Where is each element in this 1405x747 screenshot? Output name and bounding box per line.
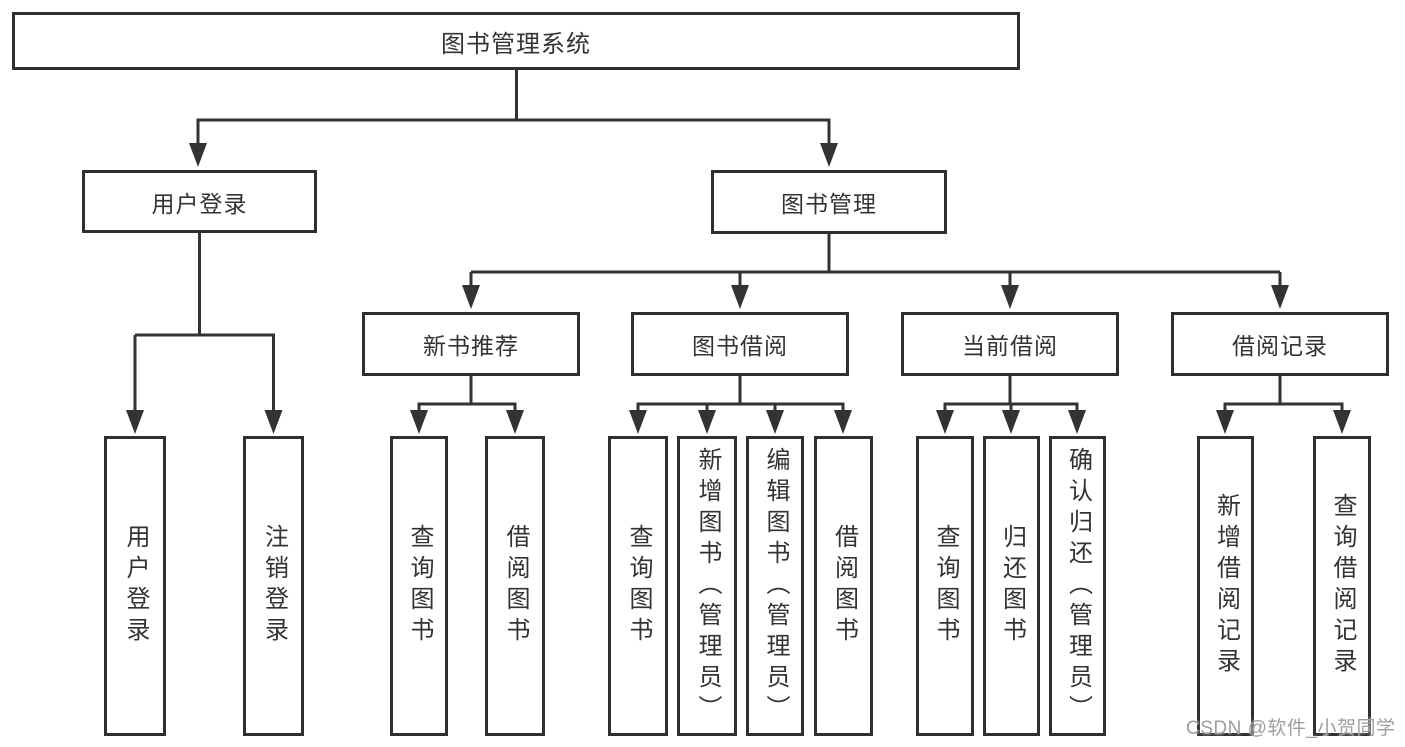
node-new-book-recommend: 新书推荐	[362, 312, 580, 376]
watermark-text: CSDN @软件_小贺同学	[1186, 718, 1396, 739]
leaf-borrow-add-admin: 新增图书（管理员）	[677, 436, 737, 736]
leaf-logout-label: 注销登录	[260, 524, 288, 648]
leaf-current-confirm-admin-label: 确认归还（管理员）	[1064, 446, 1092, 726]
leaf-borrow-edit-admin: 编辑图书（管理员）	[746, 436, 804, 736]
leaf-borrow-add-admin-label: 新增图书（管理员）	[694, 446, 721, 726]
leaf-current-query-label: 查询图书	[932, 524, 959, 648]
leaf-newbook-borrow: 借阅图书	[485, 436, 545, 736]
leaf-current-query: 查询图书	[916, 436, 974, 736]
leaf-newbook-query-label: 查询图书	[406, 524, 433, 648]
node-book-borrow: 图书借阅	[631, 312, 849, 376]
leaf-current-confirm-admin: 确认归还（管理员）	[1049, 436, 1106, 736]
leaf-records-add: 新增借阅记录	[1197, 436, 1254, 736]
node-user-login: 用户登录	[82, 170, 317, 233]
leaf-records-query: 查询借阅记录	[1313, 436, 1371, 736]
leaf-user-login-label: 用户登录	[122, 524, 149, 648]
leaf-newbook-query: 查询图书	[390, 436, 448, 736]
leaf-newbook-borrow-label: 借阅图书	[502, 524, 529, 648]
node-root: 图书管理系统	[12, 12, 1020, 70]
leaf-borrow-query-label: 查询图书	[625, 524, 652, 648]
node-borrow-records: 借阅记录	[1171, 312, 1389, 376]
leaf-records-add-label: 新增借阅记录	[1212, 493, 1240, 679]
leaf-records-query-label: 查询借阅记录	[1329, 493, 1356, 679]
leaf-user-login: 用户登录	[104, 436, 166, 736]
leaf-current-return-label: 归还图书	[998, 524, 1026, 648]
leaf-logout: 注销登录	[243, 436, 304, 736]
leaf-borrow-edit-admin-label: 编辑图书（管理员）	[762, 446, 789, 726]
leaf-borrow-borrow-label: 借阅图书	[830, 524, 858, 648]
node-current-borrow: 当前借阅	[901, 312, 1119, 376]
node-book-management: 图书管理	[711, 170, 947, 234]
leaf-current-return: 归还图书	[983, 436, 1040, 736]
leaf-borrow-borrow: 借阅图书	[814, 436, 873, 736]
leaf-borrow-query: 查询图书	[608, 436, 668, 736]
